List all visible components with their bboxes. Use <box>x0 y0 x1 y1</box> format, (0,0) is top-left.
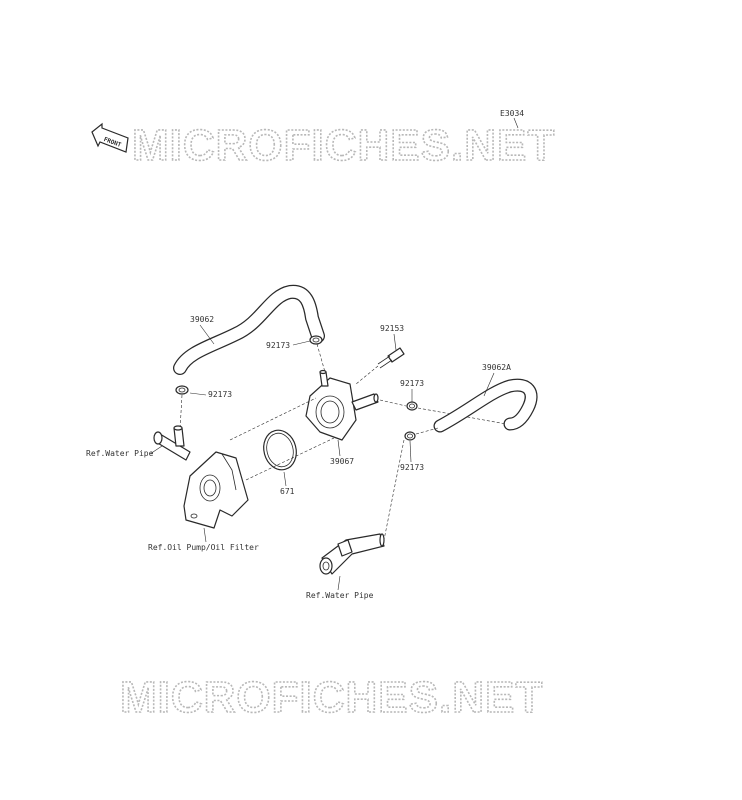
clamp-92173-right-lower <box>404 431 416 441</box>
lead-92173-right-lower <box>409 440 412 463</box>
dash-92173-left <box>179 394 183 431</box>
water-pipe-bottom <box>319 533 385 575</box>
lead-39067 <box>337 439 341 457</box>
label-92173-right-upper: 92173 <box>400 379 424 388</box>
label-39067: 39067 <box>330 457 354 466</box>
dash-align-top <box>229 397 317 441</box>
label-92153: 92153 <box>380 324 404 333</box>
lead-671 <box>283 471 287 487</box>
clamp-92173-top <box>309 335 323 345</box>
label-92173-right-lower: 92173 <box>400 463 424 472</box>
dash-92173-top <box>316 343 326 373</box>
clamp-92173-right-upper <box>406 401 418 411</box>
dash-92173-right-upper <box>379 399 407 407</box>
lead-39062 <box>199 324 215 345</box>
label-92173-top: 92173 <box>266 341 290 350</box>
label-39062: 39062 <box>190 315 214 324</box>
label-39062A: 39062A <box>482 363 511 372</box>
lead-92153 <box>393 333 397 351</box>
label-ref-oil-pump: Ref.Oil Pump/Oil Filter <box>148 543 259 552</box>
diagram-code-lead <box>513 117 519 129</box>
label-92173-left: 92173 <box>208 390 232 399</box>
lead-92173-left <box>189 392 207 396</box>
watermark-bottom: MICROFICHES.NET <box>120 673 543 722</box>
bolt-92153 <box>377 347 405 369</box>
lead-ref-water-pipe-left <box>149 445 163 455</box>
front-arrow-icon: FRONT <box>91 122 129 153</box>
dash-water-pipe-bottom <box>383 439 405 541</box>
hose-39062 <box>173 284 325 375</box>
lead-ref-water-pipe-bottom <box>337 575 341 591</box>
oil-cooler-39067 <box>305 369 379 441</box>
hose-39062A <box>433 378 538 433</box>
lead-92173-top <box>292 340 311 346</box>
lead-ref-oil-pump <box>203 527 207 543</box>
oil-pump-housing <box>183 451 249 529</box>
label-671: 671 <box>280 487 295 496</box>
label-ref-water-pipe-bottom: Ref.Water Pipe <box>306 591 374 600</box>
watermark-top: MICROFICHES.NET <box>132 121 555 170</box>
label-ref-water-pipe-left: Ref.Water Pipe <box>86 449 154 458</box>
lead-39062A <box>483 372 495 397</box>
water-pipe-left <box>153 425 191 461</box>
dash-92153 <box>355 365 379 385</box>
clamp-92173-left <box>175 385 189 395</box>
dash-92173-right-lower <box>415 427 439 435</box>
o-ring-671 <box>263 429 297 471</box>
diagram-code: E3034 <box>500 109 524 118</box>
dash-align-bottom <box>245 437 335 481</box>
